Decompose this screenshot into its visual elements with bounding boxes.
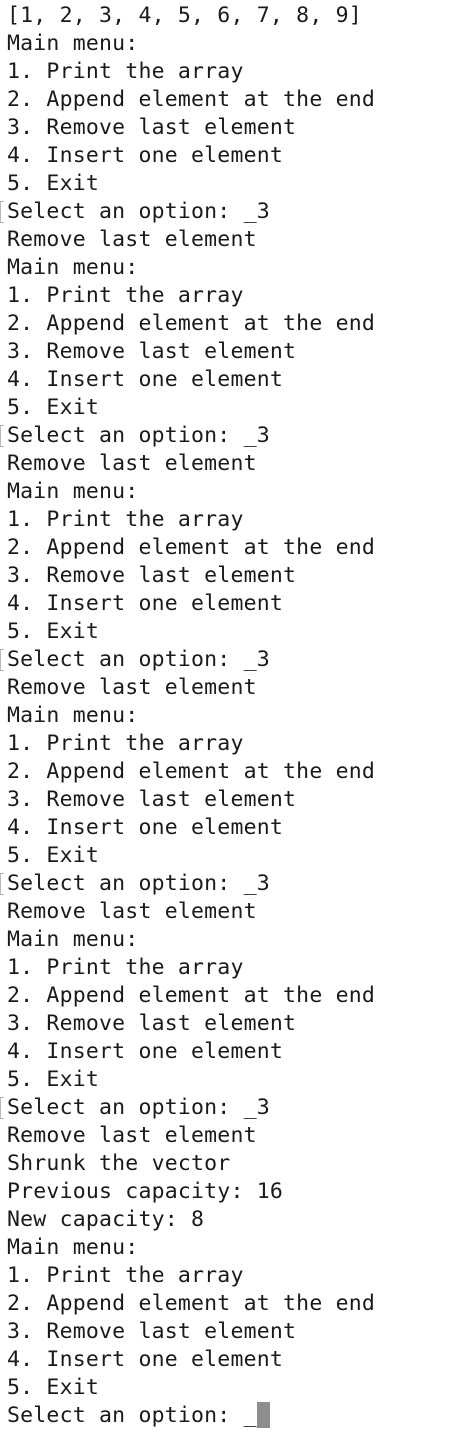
output-line: 4. Insert one element bbox=[7, 1039, 284, 1064]
output-line: 5. Exit bbox=[7, 843, 100, 868]
output-line: 1. Print the array bbox=[7, 507, 244, 532]
input-line-text: Select an option: _3 bbox=[7, 871, 270, 896]
input-line: Select an option: _3 bbox=[0, 870, 476, 898]
output-line: 1. Print the array bbox=[7, 1263, 244, 1288]
input-line-text: Select an option: _3 bbox=[7, 1095, 270, 1120]
prompt-line[interactable]: Select an option: _ bbox=[0, 1402, 476, 1430]
prompt-text: Select an option: _ bbox=[7, 1403, 257, 1428]
output-line: Main menu: bbox=[7, 31, 139, 56]
input-line-text: Select an option: _3 bbox=[7, 423, 270, 448]
output-line: Remove last element bbox=[7, 675, 257, 700]
output-line: Main menu: bbox=[7, 927, 139, 952]
output-line: 3. Remove last element bbox=[7, 339, 297, 364]
output-line: 2. Append element at the end bbox=[7, 311, 376, 336]
command-mark bbox=[0, 201, 4, 223]
output-line: 2. Append element at the end bbox=[7, 87, 376, 112]
output-line: 1. Print the array bbox=[7, 955, 244, 980]
input-line-text: Select an option: _3 bbox=[7, 647, 270, 672]
output-line: 4. Insert one element bbox=[7, 367, 284, 392]
output-line: 2. Append element at the end bbox=[7, 535, 376, 560]
output-line: Shrunk the vector bbox=[7, 1151, 231, 1176]
command-mark bbox=[0, 649, 4, 671]
output-line: 4. Insert one element bbox=[7, 1347, 284, 1372]
command-mark bbox=[0, 873, 4, 895]
output-line: 5. Exit bbox=[7, 171, 100, 196]
output-line: Remove last element bbox=[7, 1123, 257, 1148]
command-mark bbox=[0, 1097, 4, 1119]
output-line: 3. Remove last element bbox=[7, 787, 297, 812]
output-line: 5. Exit bbox=[7, 619, 100, 644]
output-line: 2. Append element at the end bbox=[7, 759, 376, 784]
output-line: Main menu: bbox=[7, 255, 139, 280]
output-line: Main menu: bbox=[7, 703, 139, 728]
output-line: Main menu: bbox=[7, 1235, 139, 1260]
output-line: Remove last element bbox=[7, 899, 257, 924]
output-line: [1, 2, 3, 4, 5, 6, 7, 8, 9] bbox=[7, 3, 362, 28]
output-line: 2. Append element at the end bbox=[7, 983, 376, 1008]
output-line: 4. Insert one element bbox=[7, 143, 284, 168]
output-line: 2. Append element at the end bbox=[7, 1291, 376, 1316]
input-line-text: Select an option: _3 bbox=[7, 199, 270, 224]
output-line: 1. Print the array bbox=[7, 283, 244, 308]
input-line: Select an option: _3 bbox=[0, 198, 476, 226]
output-line: Previous capacity: 16 bbox=[7, 1179, 284, 1204]
output-line: 3. Remove last element bbox=[7, 115, 297, 140]
output-line: 3. Remove last element bbox=[7, 1011, 297, 1036]
output-line: Remove last element bbox=[7, 451, 257, 476]
output-line: 1. Print the array bbox=[7, 731, 244, 756]
output-line: 3. Remove last element bbox=[7, 1319, 297, 1344]
output-line: New capacity: 8 bbox=[7, 1207, 205, 1232]
text-cursor[interactable] bbox=[256, 1402, 270, 1428]
input-line: Select an option: _3 bbox=[0, 646, 476, 674]
output-line: 4. Insert one element bbox=[7, 815, 284, 840]
output-line: Remove last element bbox=[7, 227, 257, 252]
command-mark bbox=[0, 425, 4, 447]
input-line: Select an option: _3 bbox=[0, 422, 476, 450]
output-line: 3. Remove last element bbox=[7, 563, 297, 588]
output-line: Main menu: bbox=[7, 479, 139, 504]
output-line: 1. Print the array bbox=[7, 59, 244, 84]
output-line: 5. Exit bbox=[7, 1067, 100, 1092]
output-line: 4. Insert one element bbox=[7, 591, 284, 616]
input-line: Select an option: _3 bbox=[0, 1094, 476, 1122]
output-line: 5. Exit bbox=[7, 1375, 100, 1400]
output-line: 5. Exit bbox=[7, 395, 100, 420]
